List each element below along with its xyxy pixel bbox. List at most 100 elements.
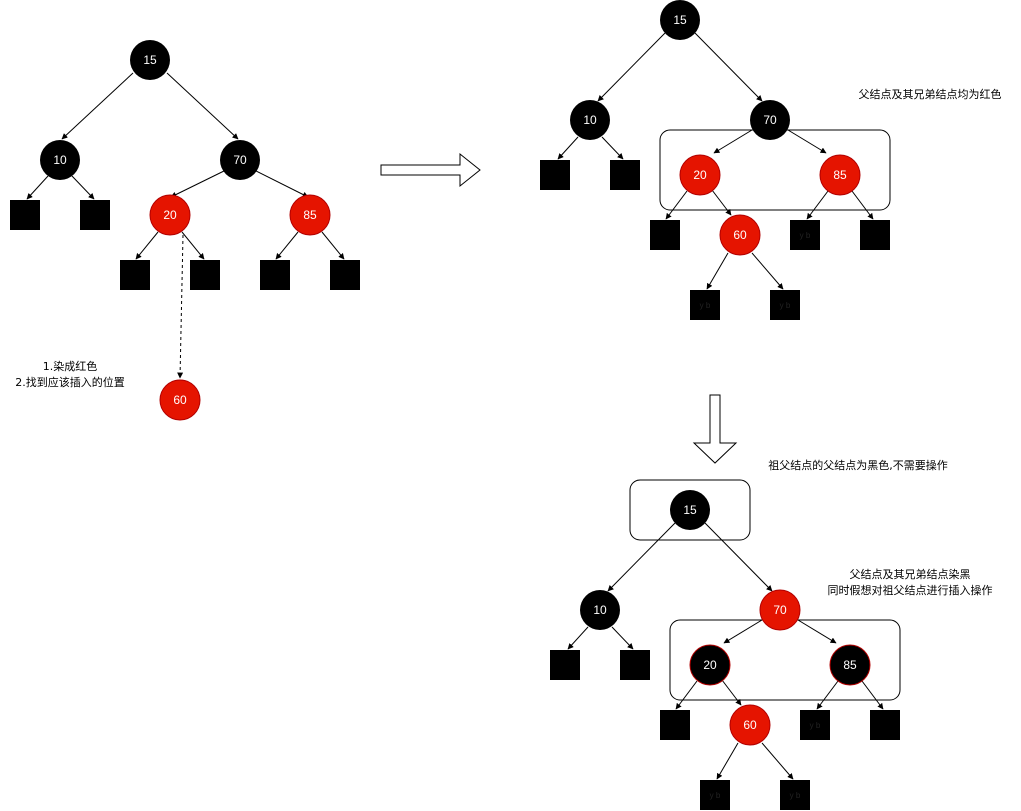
node-85: 85 [829, 644, 871, 686]
edge [26, 175, 49, 200]
nil-leaf [870, 710, 900, 740]
right-arrow-icon [380, 152, 481, 188]
nil-leaf [540, 160, 570, 190]
node-20-label: 20 [703, 658, 717, 672]
edge [567, 626, 589, 650]
leaf-label: y b [780, 301, 791, 310]
edge [611, 626, 634, 650]
edge [797, 619, 837, 644]
node-10-label: 10 [53, 153, 67, 167]
edge [711, 189, 732, 216]
nil-leaf [620, 650, 650, 680]
edge [253, 169, 309, 198]
dashed-insert-edge [177, 234, 184, 379]
edge [806, 190, 829, 220]
node-60-label: 60 [733, 228, 747, 242]
leaf-label: y b [810, 721, 821, 730]
node-60: 60 [719, 214, 761, 256]
step1-note-line1: 1.染成红色 [43, 359, 98, 373]
node-60-label: 60 [743, 718, 757, 732]
edge [665, 190, 688, 220]
nil-leaf: y b [700, 780, 730, 810]
edge [607, 522, 676, 592]
node-70-label: 70 [773, 603, 787, 617]
step2-leaves: y b y b y b [540, 160, 890, 320]
node-15-label: 15 [143, 53, 157, 67]
node-15-label: 15 [683, 503, 697, 517]
edge [706, 252, 729, 290]
node-10-label: 10 [583, 113, 597, 127]
nil-leaf: y b [770, 290, 800, 320]
step1-edges [26, 72, 345, 379]
node-85-label: 85 [833, 168, 847, 182]
nil-leaf [550, 650, 580, 680]
node-15: 15 [660, 0, 700, 40]
edge [61, 72, 134, 140]
node-70: 70 [750, 100, 790, 140]
edge [716, 742, 739, 780]
nil-leaf [660, 710, 690, 740]
edge [597, 32, 666, 102]
node-10: 10 [40, 140, 80, 180]
step1-nodes: 15 10 70 20 85 60 [40, 40, 331, 421]
step3-nodes: 15 10 70 20 85 60 [580, 490, 871, 746]
edge [181, 231, 205, 260]
nil-leaf: y b [780, 780, 810, 810]
node-15: 15 [130, 40, 170, 80]
node-85-label: 85 [843, 658, 857, 672]
edge [751, 252, 784, 290]
edge [275, 231, 299, 260]
node-85: 85 [289, 194, 331, 236]
node-20-label: 20 [693, 168, 707, 182]
leaf-label: y b [700, 301, 711, 310]
nil-leaf [120, 260, 150, 290]
step3-edges [567, 522, 884, 780]
node-70-label: 70 [233, 153, 247, 167]
node-70: 70 [759, 589, 801, 631]
edge [713, 129, 753, 154]
step1-tree: 15 10 70 20 85 60 1.染成红色 [10, 40, 360, 421]
edge [135, 231, 159, 260]
nil-leaf [330, 260, 360, 290]
edge [761, 742, 794, 780]
edge [675, 680, 698, 710]
edge [787, 129, 827, 154]
step2-tree: y b y b y b 15 10 70 [540, 0, 1002, 320]
edge [851, 190, 874, 220]
node-20: 20 [689, 644, 731, 686]
edge [166, 72, 239, 140]
step3-note-line2: 同时假想对祖父结点进行插入操作 [828, 583, 993, 597]
node-20: 20 [679, 154, 721, 196]
step2-note: 父结点及其兄弟结点均为红色 [859, 87, 1002, 101]
node-70: 70 [220, 140, 260, 180]
step2-edges [557, 32, 874, 290]
node-15-label: 15 [673, 13, 687, 27]
nil-leaf: y b [790, 220, 820, 250]
node-20: 20 [149, 194, 191, 236]
nil-leaf [190, 260, 220, 290]
nil-leaf [80, 200, 110, 230]
leaf-label: y b [800, 231, 811, 240]
leaf-label: y b [710, 791, 721, 800]
down-arrow-icon [692, 394, 738, 464]
node-60: 60 [729, 704, 771, 746]
step1-leaves [10, 200, 360, 290]
edge [170, 169, 227, 198]
node-20-label: 20 [163, 208, 177, 222]
step3-grandparent-note: 祖父结点的父结点为黑色,不需要操作 [768, 458, 948, 472]
edge [723, 619, 763, 644]
node-85-label: 85 [303, 208, 317, 222]
node-10-label: 10 [593, 603, 607, 617]
edge [816, 680, 839, 710]
node-15: 15 [670, 490, 710, 530]
nil-leaf [260, 260, 290, 290]
edge [557, 136, 579, 160]
node-70-label: 70 [763, 113, 777, 127]
leaf-label: y b [790, 791, 801, 800]
node-10: 10 [580, 590, 620, 630]
node-85: 85 [819, 154, 861, 196]
edge [694, 32, 763, 102]
edge [321, 231, 345, 260]
nil-leaf: y b [800, 710, 830, 740]
step3-leaves: y b y b y b [550, 650, 900, 810]
